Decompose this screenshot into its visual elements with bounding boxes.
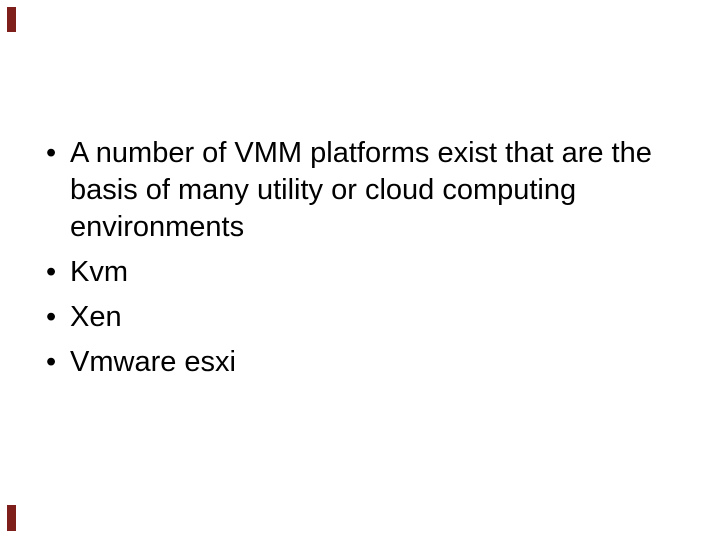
list-item-text: Vmware esxi [70,344,696,381]
bullet-icon: • [46,301,57,333]
list-item: • A number of VMM platforms exist that a… [46,135,696,246]
slide-accent-bar-bottom [7,505,16,531]
slide-accent-bar-top [7,7,16,32]
list-item-text: Kvm [70,254,696,291]
bullet-text-line: environments [70,211,245,243]
bullet-icon: • [46,346,57,378]
bullet-icon: • [46,256,57,288]
list-item: • Xen [46,299,696,336]
list-item-text: A number of VMM platforms exist that are… [70,135,696,246]
bullet-text-line: Kvm [70,256,128,288]
list-item: • Kvm [46,254,696,291]
bullet-text-line: Vmware esxi [70,346,236,378]
bullet-icon: • [46,137,57,169]
list-item: • Vmware esxi [46,344,696,381]
bullet-list: • A number of VMM platforms exist that a… [46,135,696,381]
bullet-text-line: Xen [70,301,122,333]
bullet-text-line: basis of many utility or cloud computing [70,174,577,206]
bullet-text-line: A number of VMM platforms exist that are… [70,137,652,169]
list-item-text: Xen [70,299,696,336]
